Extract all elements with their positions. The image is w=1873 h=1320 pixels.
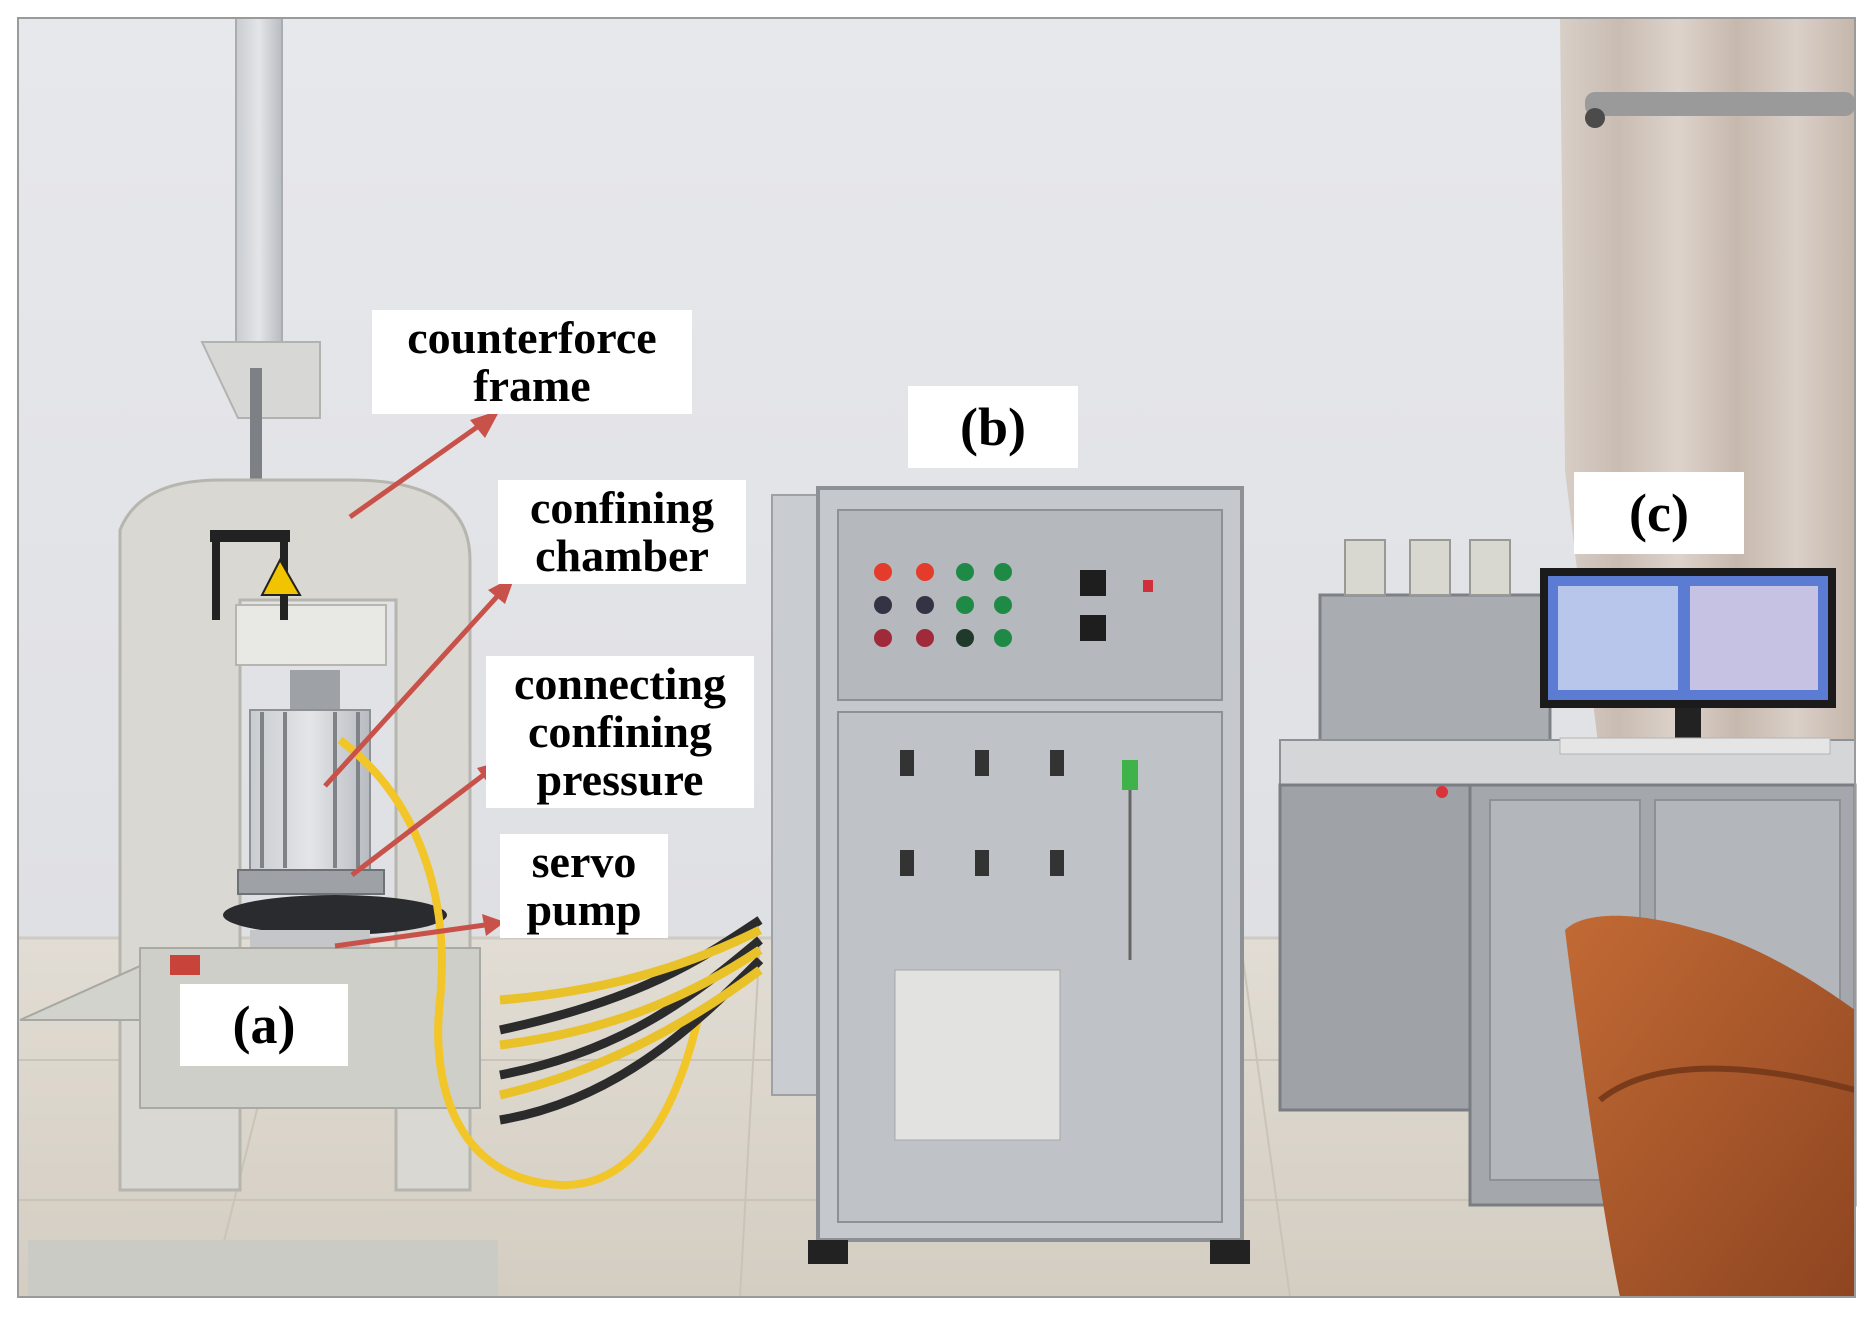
cables — [499, 916, 764, 1125]
label-connecting-line2: confining — [527, 706, 713, 757]
panel-label-c-text: (c) — [1629, 483, 1689, 543]
label-counterforce-frame: counterforce frame — [372, 310, 692, 414]
panel-label-a: (a) — [180, 984, 348, 1066]
label-connecting-line3: pressure — [536, 754, 704, 805]
label-confining-chamber-line1: confining — [529, 482, 715, 533]
label-servo-pump-line1: servo — [531, 836, 637, 887]
label-servo-pump-line2: pump — [526, 884, 642, 935]
annotation-arrows — [323, 410, 515, 949]
control-cabinet — [771, 486, 1250, 1264]
label-confining-chamber-line2: chamber — [535, 530, 709, 581]
valves — [900, 750, 1138, 876]
label-connecting-confining-pressure: connecting confining pressure — [486, 656, 754, 808]
control-buttons — [874, 563, 1153, 647]
panel-label-b: (b) — [908, 386, 1078, 468]
panel-label-a-text: (a) — [232, 995, 296, 1055]
panel-label-b-text: (b) — [960, 397, 1026, 457]
panel-label-c: (c) — [1574, 472, 1744, 554]
office-chair — [1565, 915, 1856, 1297]
label-connecting-line1: connecting — [513, 658, 727, 709]
label-counterforce-frame-line1: counterforce — [407, 312, 657, 363]
label-servo-pump: servo pump — [500, 834, 668, 938]
label-counterforce-frame-line2: frame — [473, 360, 591, 411]
label-confining-chamber: confining chamber — [498, 480, 746, 584]
